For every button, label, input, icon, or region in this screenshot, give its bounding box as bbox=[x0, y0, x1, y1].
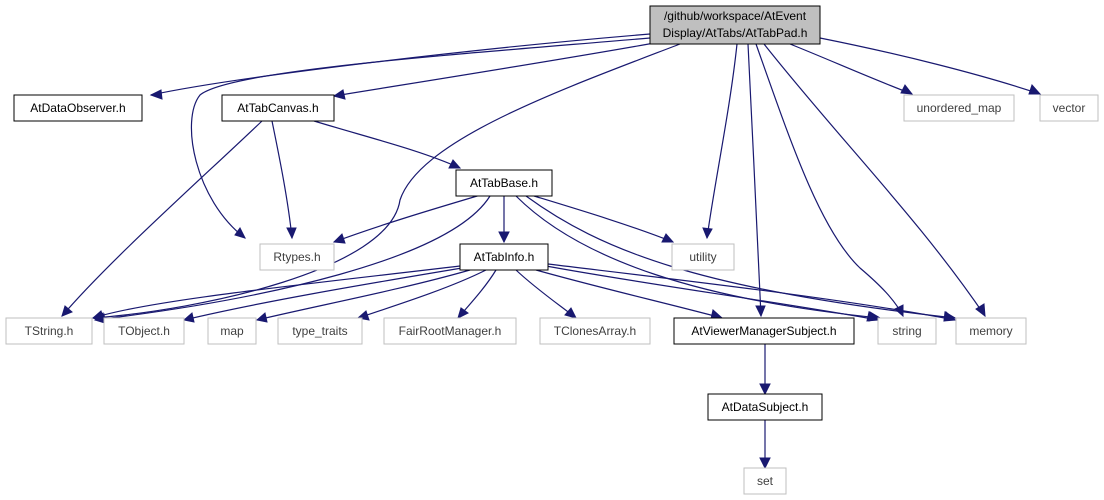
edge-attabinfo-to-memory bbox=[547, 263, 957, 322]
node-set[interactable]: set bbox=[743, 467, 787, 495]
node-label: AtViewerManagerSubject.h bbox=[691, 324, 836, 338]
node-label: AtTabBase.h bbox=[470, 176, 538, 190]
node-rtypes[interactable]: Rtypes.h bbox=[259, 243, 335, 271]
node-label: AtDataSubject.h bbox=[722, 400, 809, 414]
edge-root-to-vector bbox=[819, 37, 1042, 95]
node-label: Rtypes.h bbox=[273, 250, 320, 264]
edge-attabinfo-to-atviewermanagersubject bbox=[535, 269, 724, 320]
node-label: map bbox=[220, 324, 244, 338]
node-label-line1: /github/workspace/AtEvent bbox=[664, 9, 807, 23]
node-label: FairRootManager.h bbox=[399, 324, 502, 338]
edge-attabinfo-to-tclonesarray bbox=[515, 269, 577, 319]
edge-root-to-utility bbox=[702, 43, 738, 240]
edge-root-to-atviewermanagersubject bbox=[747, 43, 766, 318]
node-tclonesarray[interactable]: TClonesArray.h bbox=[539, 317, 651, 345]
edge-attabinfo-to-tobject bbox=[182, 267, 463, 323]
edge-attabinfo-to-map bbox=[255, 269, 471, 323]
node-attabbase[interactable]: AtTabBase.h bbox=[455, 169, 553, 197]
node-atdatasubject[interactable]: AtDataSubject.h bbox=[707, 393, 823, 421]
node-unordered-map[interactable]: unordered_map bbox=[903, 94, 1015, 122]
edge-attabbase-to-memory bbox=[525, 195, 957, 322]
node-label: vector bbox=[1053, 101, 1086, 115]
node-label: TString.h bbox=[25, 324, 74, 338]
edge-attabbase-to-attabinfo bbox=[498, 196, 510, 244]
node-tobject[interactable]: TObject.h bbox=[103, 317, 185, 345]
edge-root-to-memory bbox=[763, 43, 986, 318]
node-label: TObject.h bbox=[118, 324, 170, 338]
edge-atdatasubject-to-set bbox=[759, 420, 771, 470]
node-label: AtTabCanvas.h bbox=[237, 101, 318, 115]
edge-attabinfo-to-tstring bbox=[91, 265, 461, 321]
edge-attabinfo-to-fairrootmanager bbox=[457, 269, 497, 319]
node-vector[interactable]: vector bbox=[1039, 94, 1099, 122]
node-fairrootmanager[interactable]: FairRootManager.h bbox=[383, 317, 517, 345]
edge-root-to-attabcanvas bbox=[332, 41, 661, 100]
node-label: memory bbox=[969, 324, 1012, 338]
node-label: AtTabInfo.h bbox=[474, 250, 535, 264]
edge-attabinfo-to-string bbox=[545, 265, 880, 322]
node-attabinfo[interactable]: AtTabInfo.h bbox=[459, 243, 549, 271]
edge-attabcanvas-to-tstring bbox=[61, 120, 263, 317]
node-atdataobserver[interactable]: AtDataObserver.h bbox=[13, 94, 143, 122]
node-label: set bbox=[757, 474, 774, 488]
edge-attabbase-to-rtypes bbox=[332, 193, 485, 244]
node-tstring[interactable]: TString.h bbox=[5, 317, 93, 345]
edge-attabcanvas-to-rtypes bbox=[271, 120, 297, 240]
node-label: utility bbox=[689, 250, 716, 264]
node-label: AtDataObserver.h bbox=[30, 101, 125, 115]
edge-root-to-unordered-map bbox=[789, 43, 914, 95]
node-label: string bbox=[892, 324, 921, 338]
edge-root-to-string bbox=[755, 43, 904, 318]
node-atviewermanagersubject[interactable]: AtViewerManagerSubject.h bbox=[673, 317, 855, 345]
node-label: type_traits bbox=[292, 324, 347, 338]
node-string[interactable]: string bbox=[877, 317, 937, 345]
edge-attabbase-to-utility bbox=[533, 195, 675, 243]
node-memory[interactable]: memory bbox=[955, 317, 1027, 345]
node-attabcanvas[interactable]: AtTabCanvas.h bbox=[221, 94, 335, 122]
node-map[interactable]: map bbox=[207, 317, 257, 345]
node-label: unordered_map bbox=[917, 101, 1002, 115]
node-attabpad-root[interactable]: /github/workspace/AtEvent Display/AtTabs… bbox=[649, 5, 821, 45]
edge-atviewermanagersubject-to-atdatasubject bbox=[759, 344, 771, 396]
edge-root-to-rtypes bbox=[190, 37, 651, 239]
node-label-line2: Display/AtTabs/AtTabPad.h bbox=[663, 26, 808, 40]
node-type-traits[interactable]: type_traits bbox=[277, 317, 363, 345]
node-utility[interactable]: utility bbox=[671, 243, 735, 271]
node-label: TClonesArray.h bbox=[554, 324, 636, 338]
edge-attabcanvas-to-attabbase bbox=[313, 120, 462, 169]
